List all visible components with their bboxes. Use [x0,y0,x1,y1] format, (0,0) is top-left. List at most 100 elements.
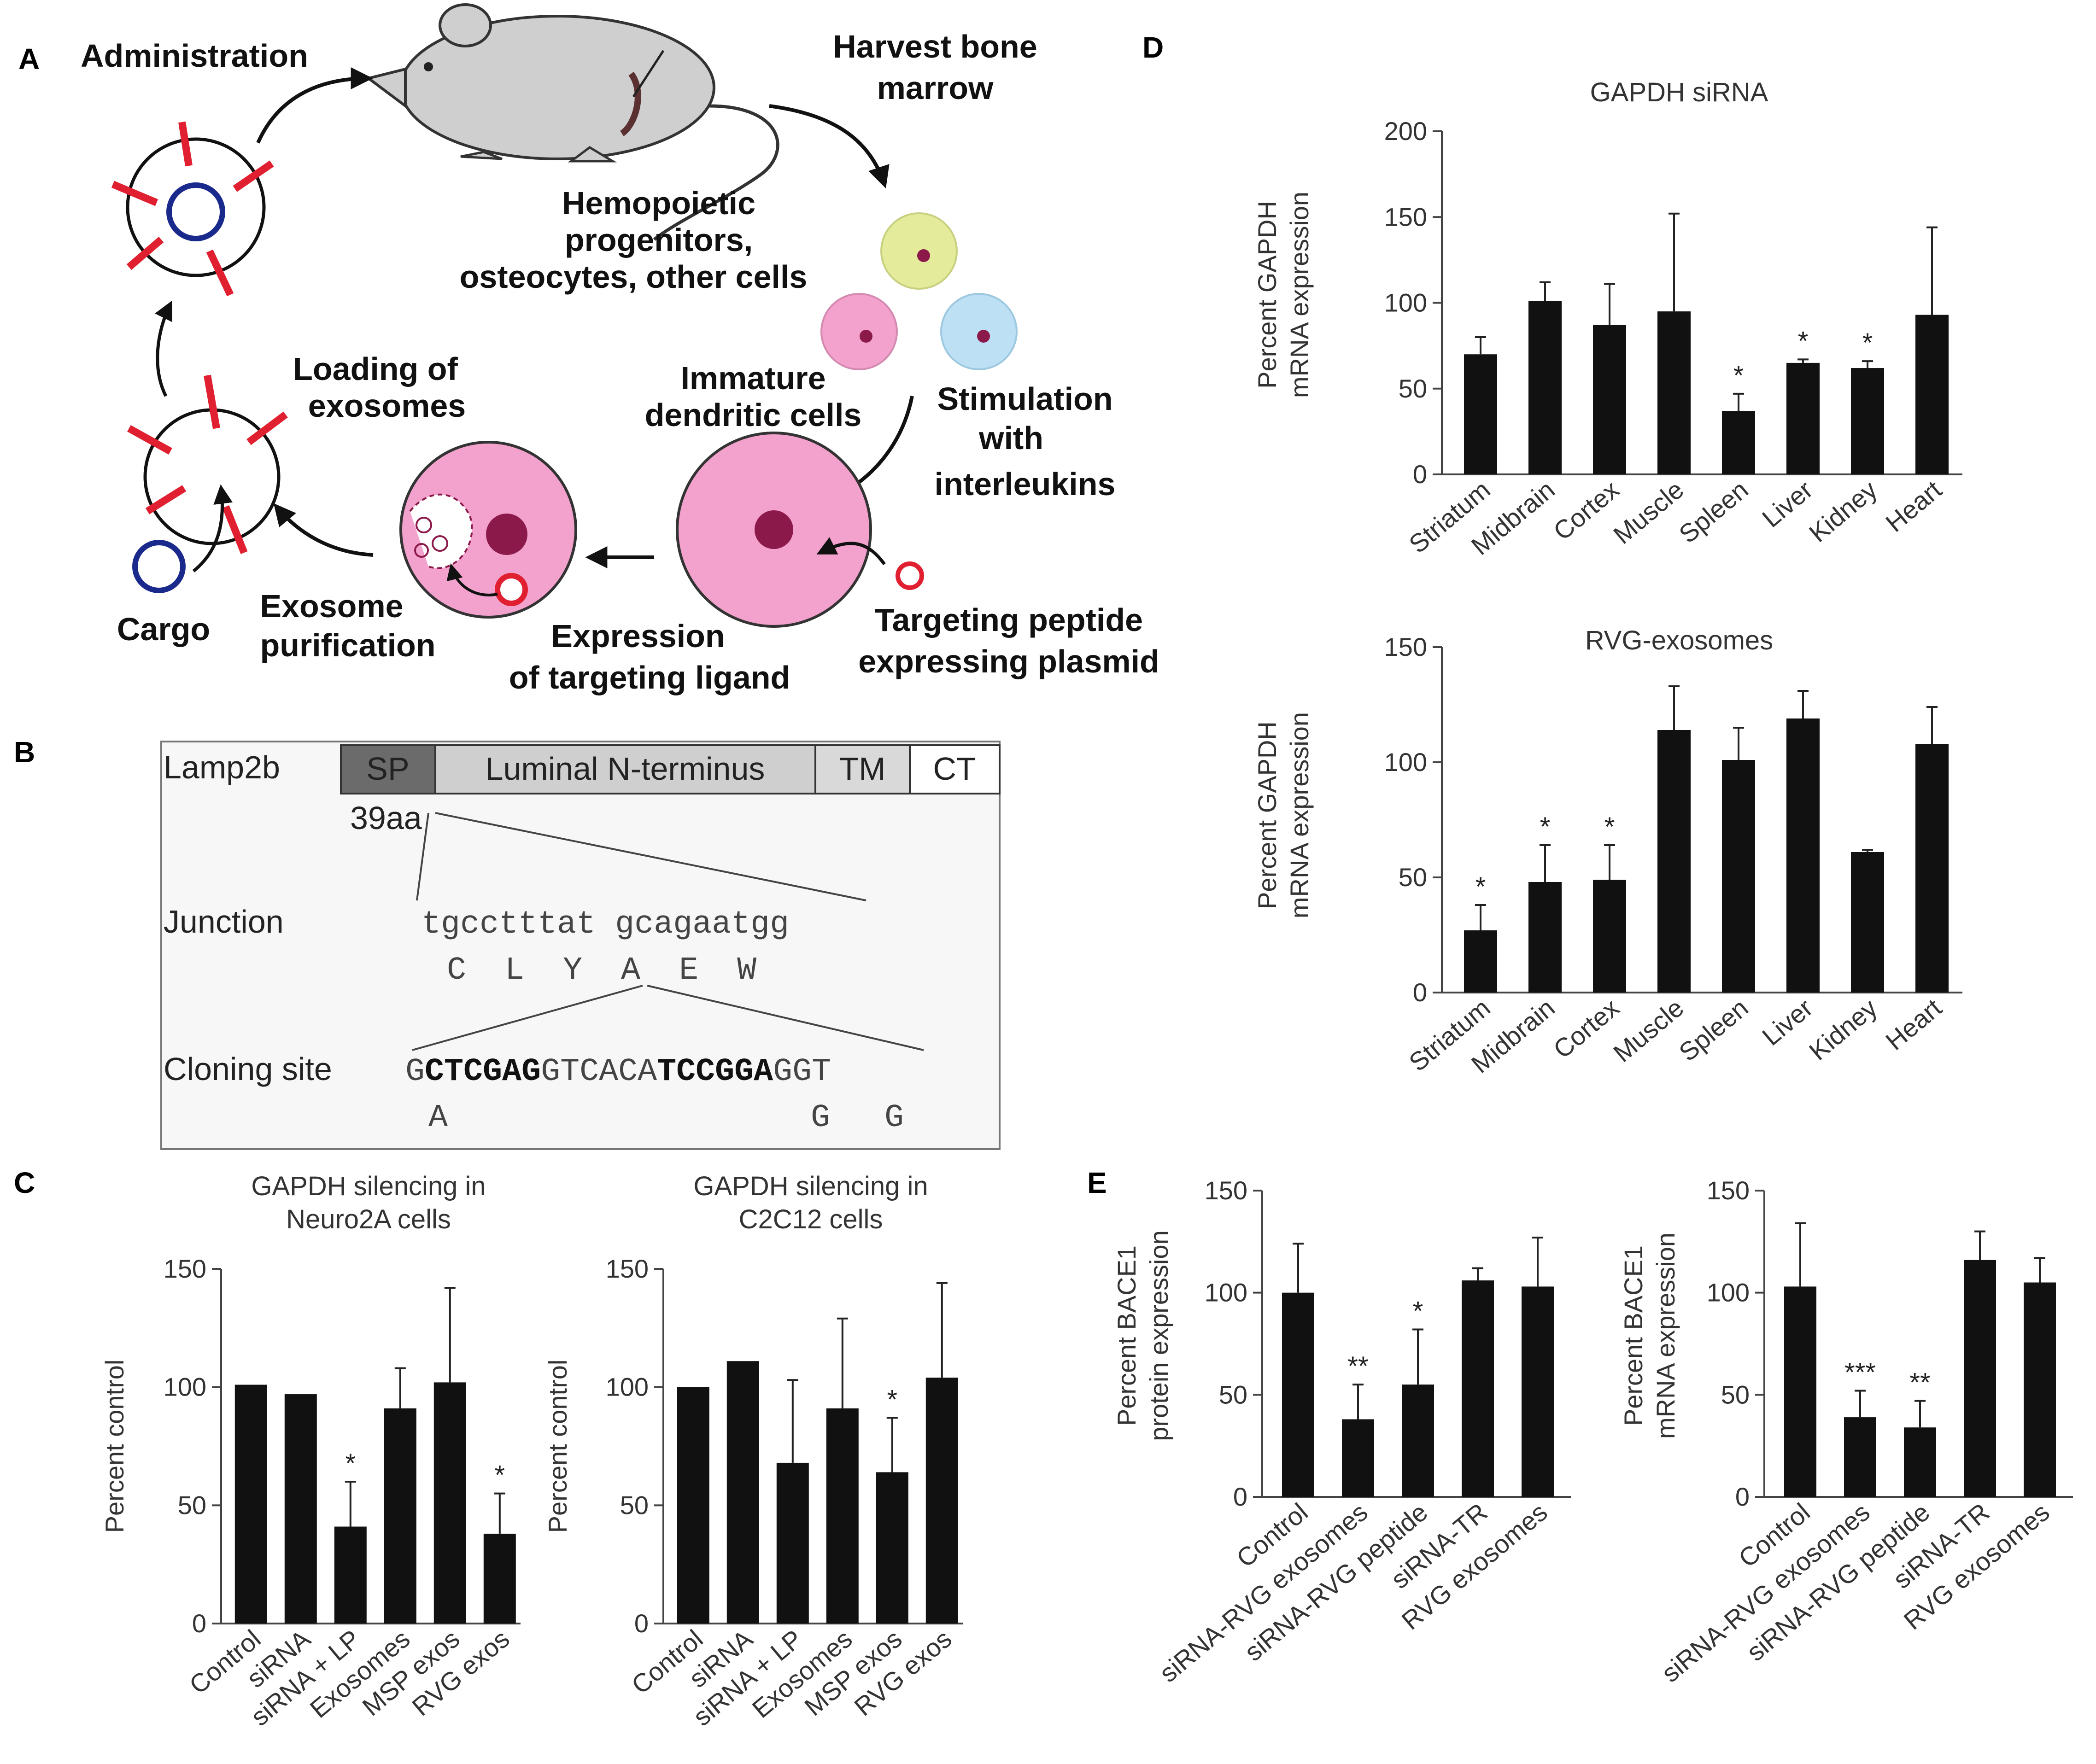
y-tick-label: 100 [606,1373,649,1402]
bar-liver [1786,718,1820,993]
y-tick-label: 200 [1384,117,1427,146]
junction-label: Junction [164,904,284,940]
significance-marker: * [1798,326,1809,356]
bar-control [677,1387,709,1624]
category-label: Kidney [1803,475,1883,548]
y-tick-label: 150 [1205,1176,1247,1205]
category-label: Heart [1880,475,1947,538]
significance-marker: * [1862,328,1873,358]
label-hemopoietic-3: osteocytes, other cells [460,259,808,295]
bar-sirna-tr [1964,1260,1996,1497]
y-tick-label: 50 [178,1490,206,1519]
category-label: Spleen [1674,993,1754,1067]
bar-spleen [1722,760,1755,993]
y-axis-label: mRNA expression [1285,192,1314,398]
bar-kidney [1851,852,1884,993]
y-tick-label: 100 [1384,748,1427,777]
bar-sirna-rvg-exosomes [1342,1419,1374,1497]
plasmid-icon [896,561,924,590]
y-axis-label: protein expression [1144,1230,1173,1441]
y-axis-label: Percent GAPDH [1253,201,1282,389]
category-label: Cortex [1548,475,1625,546]
label-immature-1: Immature [680,360,826,396]
bar-rvg-exosomes [1522,1286,1554,1497]
label-stimulation-2: with [978,420,1043,456]
y-tick-label: 100 [1205,1278,1247,1307]
category-label: Heart [1880,993,1947,1056]
domain-luminal [434,744,816,794]
label-harvest-1: Harvest bone [833,29,1037,64]
y-tick-label: 0 [1233,1482,1247,1511]
label-loading-2: exosomes [308,388,466,424]
chart-title-line: Neuro2A cells [286,1204,451,1234]
category-label: Cortex [1548,993,1625,1064]
chart-title-line: RVG-exosomes [1585,625,1773,655]
panel-letter-c: C [14,1166,35,1199]
bar-msp-exos [433,1382,466,1624]
domain-ct [909,744,1001,794]
label-hemopoietic-2: progenitors, [565,222,753,258]
arrow-purification [273,503,374,557]
y-tick-label: 0 [1413,978,1427,1007]
y-axis-label: Percent control [543,1360,572,1533]
bar-sirna-rvg-peptide [1904,1427,1936,1497]
label-hemopoietic-1: Hemopoietic [562,185,755,221]
label-stimulation-1: Stimulation [937,381,1112,417]
bar-sirna [284,1394,317,1624]
cloning-aa-1: A [428,1100,448,1136]
y-axis-label: mRNA expression [1651,1232,1680,1439]
y-tick-label: 150 [1384,632,1427,661]
bar-control [1784,1286,1816,1497]
label-harvest-2: marrow [877,70,994,106]
y-axis-label: Percent control [100,1360,129,1533]
category-label: Spleen [1674,475,1754,549]
bar-sirna-rvg-peptide [1402,1384,1434,1497]
bar-sirna-lp [776,1462,809,1624]
label-immature-2: dendritic cells [645,397,862,433]
gene-label: Lamp2b [164,749,280,785]
bar-sirna-lp [334,1526,367,1624]
mouse-illustration [365,3,779,241]
bar-cortex [1593,880,1626,993]
bar-midbrain [1528,882,1562,993]
chart-title-line: C2C12 cells [739,1204,883,1234]
bar-striatum [1464,930,1497,993]
junction-amino-acids: C L Y A E W [447,952,756,989]
domain-luminal-label: Luminal N-terminus [486,751,765,787]
category-label: Kidney [1803,993,1883,1066]
label-stimulation-3: interleukins [935,466,1116,502]
significance-marker: * [345,1449,356,1478]
cloning-site-label: Cloning site [164,1051,332,1087]
significance-marker: * [1475,872,1486,902]
cloning-aa-2: G [811,1100,830,1136]
bar-rvg-exos [925,1378,958,1624]
panel-b-frame [160,741,1001,1150]
y-tick-label: 0 [1735,1482,1750,1511]
label-administration: Administration [81,38,308,74]
y-tick-label: 150 [164,1254,206,1283]
y-tick-label: 50 [1721,1380,1750,1409]
label-cargo: Cargo [117,611,210,647]
panel-b: B Lamp2b SP Luminal N-terminus TM CT 39a… [14,736,1001,1150]
label-targeting-peptide-2: expressing plasmid [858,643,1159,679]
y-tick-label: 0 [192,1609,206,1638]
chart-title-line: GAPDH silencing in [693,1171,928,1201]
chart-title-line: GAPDH siRNA [1590,77,1768,107]
y-tick-label: 100 [1707,1278,1750,1307]
bar-liver [1786,362,1820,474]
label-exosome-purification-2: purification [260,627,435,663]
panel-letter-a: A [18,42,40,76]
bar-control [1282,1292,1314,1497]
domain-ct-label: CT [933,751,976,787]
arrow-loading [155,300,172,397]
category-label: Muscle [1608,993,1689,1068]
label-exosome-purification-1: Exosome [260,588,403,624]
y-axis-label: Percent BACE1 [1112,1245,1141,1426]
junction-sequence: tgcctttat gcagaatgg [422,906,789,943]
category-label: Muscle [1608,475,1689,549]
y-tick-label: 100 [164,1373,206,1402]
significance-marker: * [887,1384,898,1414]
